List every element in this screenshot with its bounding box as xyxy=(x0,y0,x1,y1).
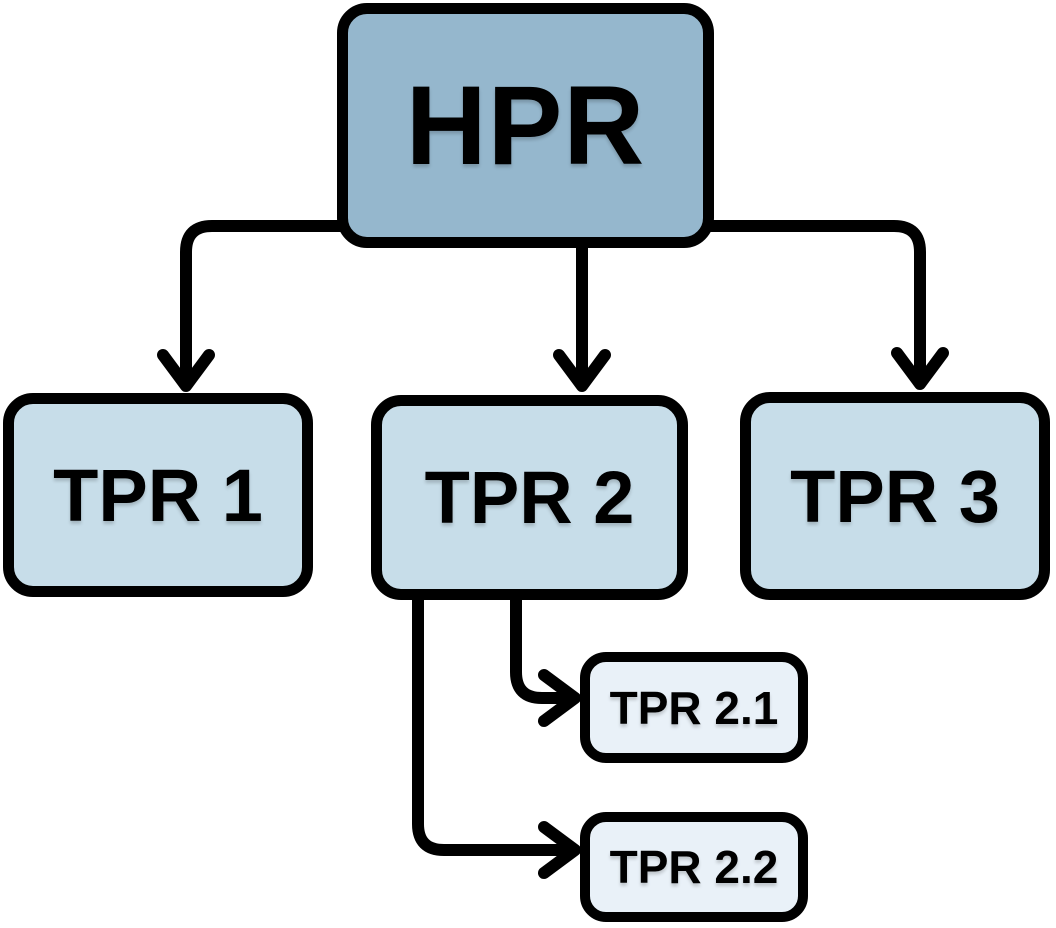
node-tpr1: TPR 1 xyxy=(3,393,313,597)
node-tpr3: TPR 3 xyxy=(740,392,1050,600)
node-tpr22: TPR 2.2 xyxy=(580,812,808,922)
node-hpr: HPR xyxy=(337,3,714,248)
node-tpr22-label: TPR 2.2 xyxy=(609,841,779,893)
node-tpr1-label: TPR 1 xyxy=(53,453,263,537)
node-hpr-label: HPR xyxy=(405,63,646,188)
connector-hpr-tpr3 xyxy=(704,220,949,390)
node-tpr3-label: TPR 3 xyxy=(790,454,1000,538)
node-tpr21: TPR 2.1 xyxy=(580,652,808,763)
node-tpr21-label: TPR 2.1 xyxy=(609,681,779,734)
connector-hpr-tpr1 xyxy=(157,220,348,392)
node-tpr2: TPR 2 xyxy=(371,395,688,600)
connector-hpr-tpr2 xyxy=(553,236,611,392)
connector-tpr2-tpr22 xyxy=(412,586,581,879)
node-tpr2-label: TPR 2 xyxy=(424,456,635,539)
connector-tpr2-tpr21 xyxy=(510,586,581,727)
